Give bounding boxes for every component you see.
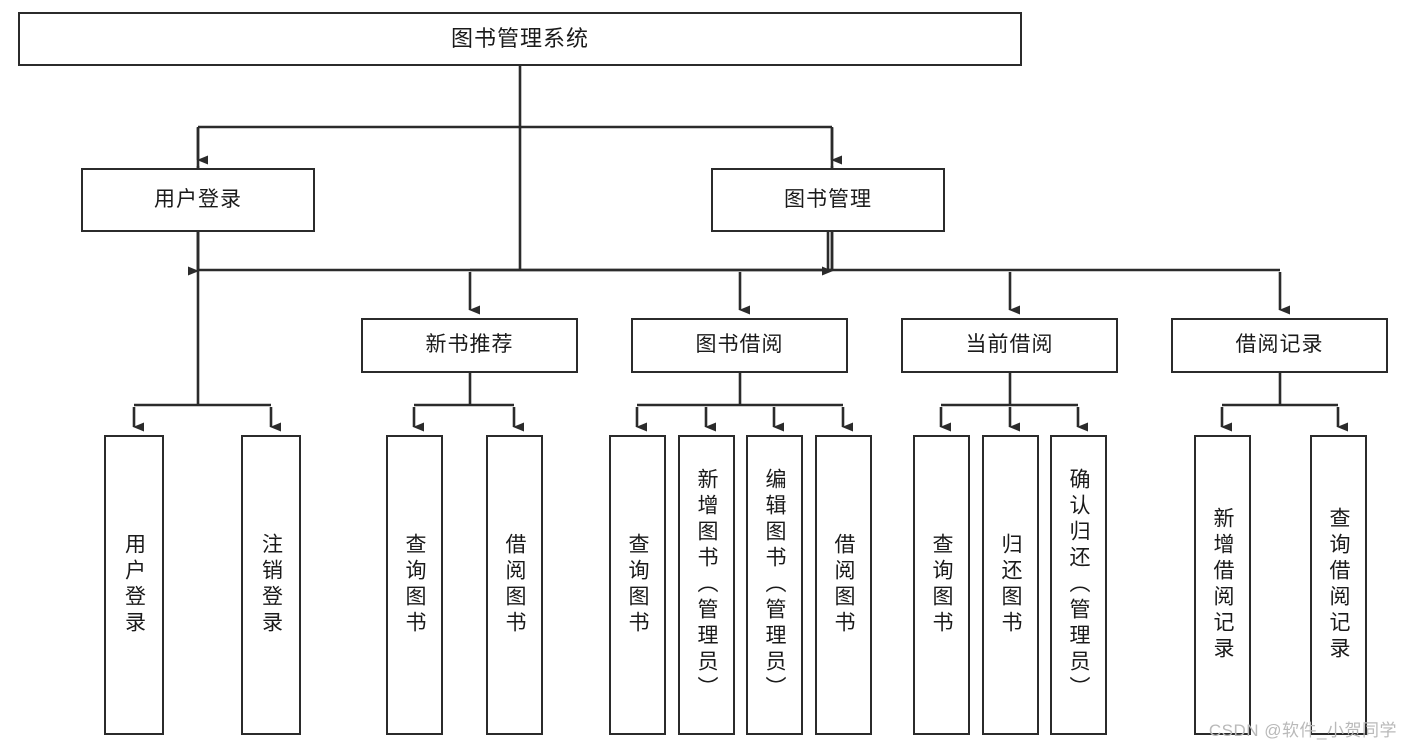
node-leaf-query-book-current-label: 查询图书 bbox=[930, 533, 953, 637]
node-leaf-confirm-return-admin[interactable]: 确认归还（管理员） bbox=[1050, 435, 1107, 735]
node-leaf-add-borrow-record[interactable]: 新增借阅记录 bbox=[1194, 435, 1251, 735]
node-leaf-query-book-borrow-label: 查询图书 bbox=[626, 533, 649, 637]
node-leaf-query-borrow-record-label: 查询借阅记录 bbox=[1327, 507, 1350, 663]
node-book-borrow[interactable]: 图书借阅 bbox=[631, 318, 848, 373]
node-leaf-add-book-admin[interactable]: 新增图书（管理员） bbox=[678, 435, 735, 735]
node-leaf-query-book-borrow[interactable]: 查询图书 bbox=[609, 435, 666, 735]
node-book-management-label: 图书管理 bbox=[784, 187, 872, 211]
node-current-borrow[interactable]: 当前借阅 bbox=[901, 318, 1118, 373]
node-leaf-return-book-label: 归还图书 bbox=[999, 533, 1022, 637]
node-book-borrow-label: 图书借阅 bbox=[695, 333, 784, 357]
node-leaf-query-borrow-record[interactable]: 查询借阅记录 bbox=[1310, 435, 1367, 735]
node-leaf-edit-book-admin-label: 编辑图书（管理员） bbox=[763, 468, 786, 702]
node-leaf-edit-book-admin[interactable]: 编辑图书（管理员） bbox=[746, 435, 803, 735]
node-leaf-user-login[interactable]: 用户登录 bbox=[104, 435, 164, 735]
node-leaf-borrow-book[interactable]: 借阅图书 bbox=[815, 435, 872, 735]
csdn-watermark: CSDN @软件_小贺同学 bbox=[1208, 721, 1397, 740]
node-leaf-user-login-label: 用户登录 bbox=[122, 533, 146, 637]
node-user-login-label: 用户登录 bbox=[154, 187, 242, 211]
node-current-borrow-label: 当前借阅 bbox=[965, 333, 1054, 357]
node-user-login[interactable]: 用户登录 bbox=[81, 168, 315, 232]
node-leaf-query-book-recommend-label: 查询图书 bbox=[403, 533, 426, 637]
node-leaf-add-borrow-record-label: 新增借阅记录 bbox=[1211, 507, 1234, 663]
node-leaf-logout-label: 注销登录 bbox=[259, 533, 283, 637]
node-leaf-query-book-current[interactable]: 查询图书 bbox=[913, 435, 970, 735]
node-leaf-confirm-return-admin-label: 确认归还（管理员） bbox=[1067, 468, 1090, 702]
node-root[interactable]: 图书管理系统 bbox=[18, 12, 1022, 66]
node-leaf-logout[interactable]: 注销登录 bbox=[241, 435, 301, 735]
node-leaf-return-book[interactable]: 归还图书 bbox=[982, 435, 1039, 735]
node-book-management[interactable]: 图书管理 bbox=[711, 168, 945, 232]
node-new-book-recommend-label: 新书推荐 bbox=[425, 333, 514, 357]
node-borrow-record[interactable]: 借阅记录 bbox=[1171, 318, 1388, 373]
node-borrow-record-label: 借阅记录 bbox=[1235, 333, 1324, 357]
node-root-label: 图书管理系统 bbox=[450, 26, 589, 52]
node-leaf-borrow-book-recommend-label: 借阅图书 bbox=[503, 533, 526, 637]
node-leaf-borrow-book-recommend[interactable]: 借阅图书 bbox=[486, 435, 543, 735]
node-new-book-recommend[interactable]: 新书推荐 bbox=[361, 318, 578, 373]
node-leaf-add-book-admin-label: 新增图书（管理员） bbox=[695, 468, 718, 702]
node-leaf-borrow-book-label: 借阅图书 bbox=[832, 533, 855, 637]
node-leaf-query-book-recommend[interactable]: 查询图书 bbox=[386, 435, 443, 735]
